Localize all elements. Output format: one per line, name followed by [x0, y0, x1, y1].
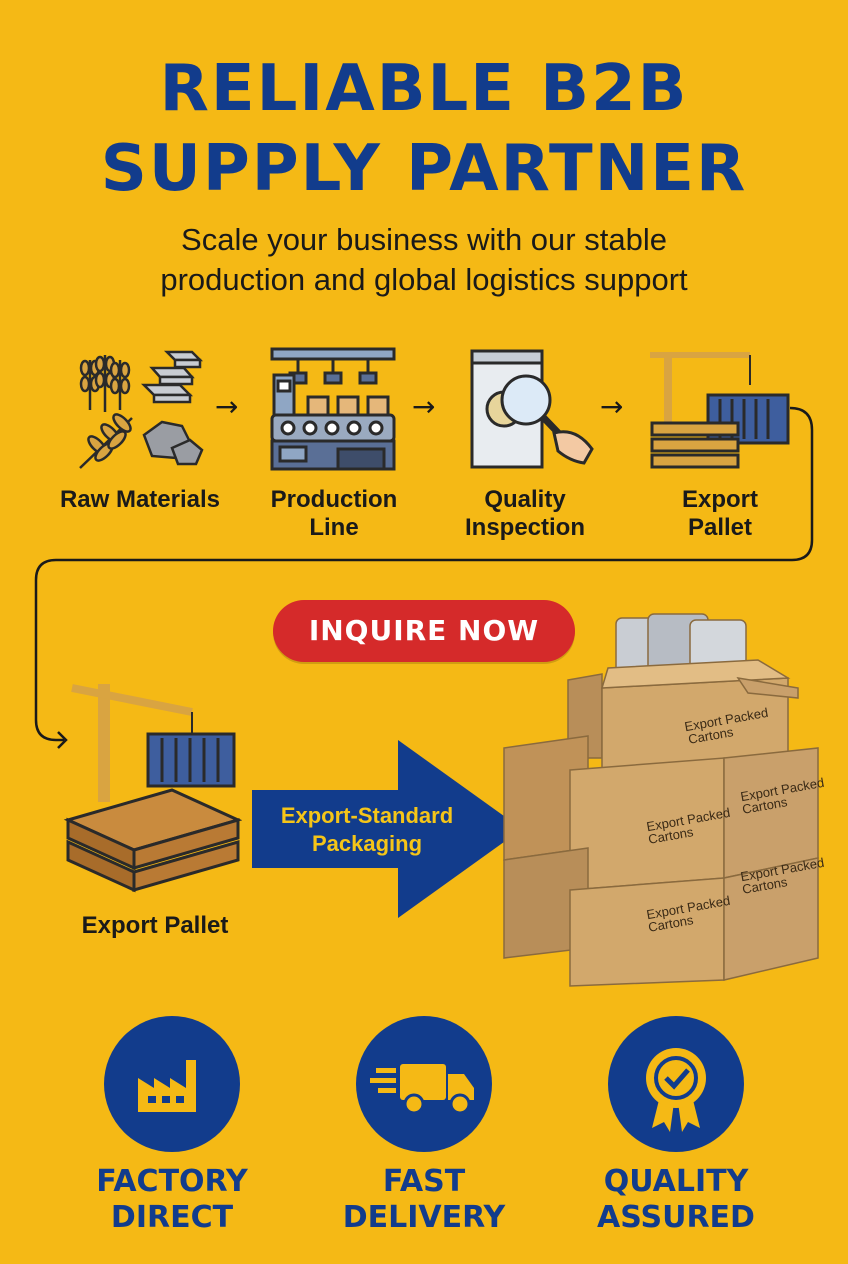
feature-delivery-line-2: DELIVERY — [342, 1200, 506, 1235]
quality-badge-icon — [608, 1016, 744, 1152]
export-pallet-label: Export Pallet — [81, 912, 229, 939]
delivery-truck-icon — [356, 1016, 492, 1152]
export-packaging-arrow — [252, 740, 522, 918]
step-raw-materials-label: Raw Materials — [59, 486, 221, 513]
flow-connector-line — [34, 406, 814, 749]
flow-arrow-1: → — [215, 390, 239, 423]
step-quality-label-1: Quality — [484, 486, 566, 513]
quality-inspection-icon — [466, 345, 598, 470]
page-title-line-1: RELIABLE B2B — [159, 52, 689, 126]
carton-stack-image — [498, 608, 828, 988]
subtitle-line-1: Scale your business with our stable — [181, 222, 667, 257]
raw-materials-icon — [72, 340, 212, 475]
flow-arrow-2: → — [412, 390, 436, 423]
feature-factory-line-1: FACTORY — [96, 1164, 248, 1199]
packaging-label-1: Export-Standard — [280, 803, 454, 828]
step-export-label-1: Export — [681, 486, 758, 513]
feature-factory-line-2: DIRECT — [110, 1200, 234, 1235]
feature-quality-line-1: QUALITY — [603, 1164, 749, 1199]
step-export-label-2: Pallet — [687, 514, 753, 541]
step-quality-label-2: Inspection — [464, 514, 585, 541]
page-title-line-2: SUPPLY PARTNER — [100, 132, 748, 206]
crane-container-icon — [646, 343, 791, 471]
feature-delivery-line-1: FAST — [382, 1164, 466, 1199]
crane-pallet-icon — [62, 672, 243, 902]
subtitle-line-2: production and global logistics support — [160, 262, 688, 297]
step-production-label-1: Production — [270, 486, 398, 513]
factory-icon — [104, 1016, 240, 1152]
flow-arrow-3: → — [600, 390, 624, 423]
packaging-label-2: Packaging — [311, 831, 423, 856]
inquire-now-button[interactable]: INQUIRE NOW — [273, 600, 575, 662]
production-line-icon — [268, 345, 398, 473]
step-production-label-2: Line — [309, 514, 359, 541]
feature-quality-line-2: ASSURED — [597, 1200, 755, 1235]
